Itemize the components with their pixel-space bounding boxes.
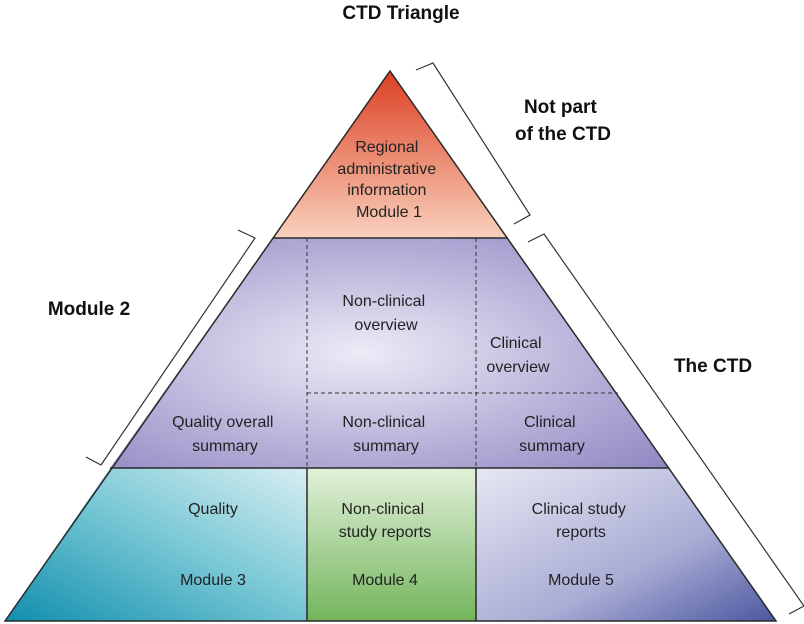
not-part-of-ctd-label: Not part of the CTD <box>515 97 611 145</box>
nonclinical-summary-label: Non-clinical summary <box>342 414 429 455</box>
bracket-module-2 <box>85 229 256 466</box>
module-1-region <box>273 71 508 238</box>
nonclinical-study-reports-label: Non-clinical study reports <box>339 501 431 541</box>
the-ctd-label: The CTD <box>674 356 752 377</box>
clinical-study-reports-label: Clinical study reports <box>532 501 631 541</box>
module-2-region <box>110 238 668 468</box>
diagram-title: CTD Triangle <box>342 3 459 24</box>
nonclinical-overview-label: Non-clinical overview <box>342 293 429 334</box>
bracket-the-ctd <box>527 233 804 615</box>
module-4-label: Module 4 <box>352 572 418 589</box>
module-4-region <box>307 468 476 621</box>
bracket-not-part-of-ctd <box>415 62 531 225</box>
clinical-overview-label: Clinical overview <box>486 335 550 376</box>
triangle-outline <box>3 69 778 622</box>
module-2-label: Module 2 <box>48 299 130 320</box>
module-5-label: Module 5 <box>548 572 614 589</box>
quality-label: Quality <box>188 501 238 518</box>
module-3-label: Module 3 <box>180 572 246 589</box>
module-5-region <box>476 468 776 621</box>
module-1-text: Regional administrative information Modu… <box>337 139 440 221</box>
clinical-summary-label: Clinical summary <box>519 414 585 455</box>
quality-overall-summary-label: Quality overall summary <box>172 414 278 455</box>
module-3-region <box>5 468 307 621</box>
